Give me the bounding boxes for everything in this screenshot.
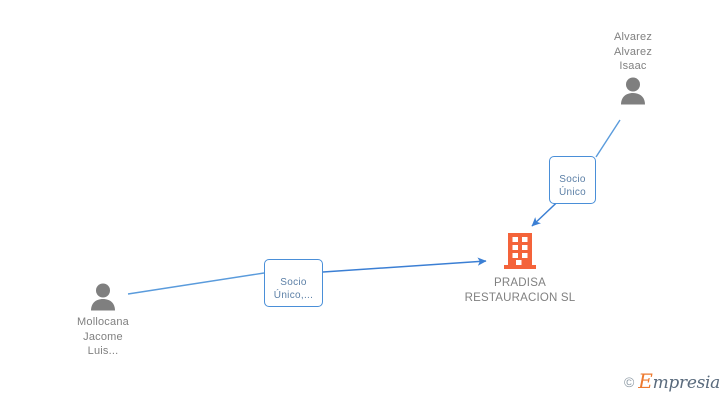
relation-badge-mollocana-label: Socio Único,... xyxy=(273,277,314,301)
relation-badge-alvarez-label: Socio Único xyxy=(558,174,587,198)
watermark-brand: Empresia xyxy=(638,371,720,392)
watermark: © Empresia xyxy=(624,371,720,392)
building-icon xyxy=(504,233,536,269)
edge-alvarez-to-badge xyxy=(595,119,621,158)
shareholder-node-alvarez-alvarez-isaac[interactable]: Alvarez Alvarez Isaac xyxy=(573,30,693,105)
person-icon xyxy=(91,283,115,311)
shareholder-node-mollocana-jacome-luis[interactable]: Mollocana Jacome Luis... xyxy=(43,283,163,359)
relation-badge-mollocana[interactable]: Socio Único,... xyxy=(264,259,323,307)
shareholder-label-mollocana-jacome-luis: Mollocana Jacome Luis... xyxy=(77,316,129,357)
relation-badge-alvarez[interactable]: Socio Único xyxy=(549,156,596,204)
copyright-icon: © xyxy=(623,373,635,390)
company-label: PRADISA RESTAURACION SL xyxy=(464,277,576,304)
person-icon xyxy=(621,77,645,104)
company-node-pradisa-restauracion-sl[interactable]: PRADISA RESTAURACION SL xyxy=(440,232,600,306)
watermark-brand-rest: mpresia xyxy=(652,373,721,393)
watermark-brand-initial: E xyxy=(638,369,653,393)
shareholder-label-alvarez-alvarez-isaac: Alvarez Alvarez Isaac xyxy=(613,31,653,72)
